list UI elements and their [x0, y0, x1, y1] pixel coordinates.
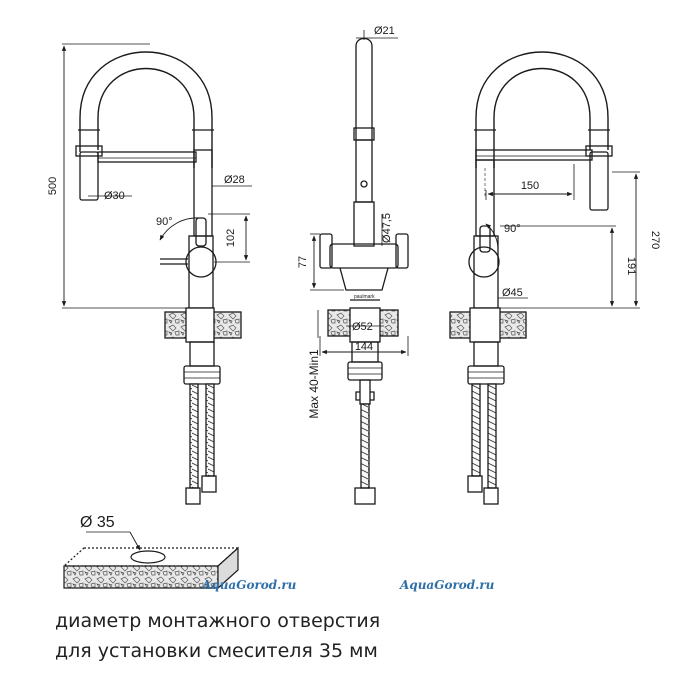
dim-lever-diameter: Ø47,5: [381, 213, 393, 243]
dim-spout-diameter: Ø21: [374, 25, 395, 37]
dim-spout-height-right: 270: [649, 231, 661, 249]
dim-base-length: 144: [355, 341, 373, 353]
dim-reach: 150: [521, 180, 539, 192]
center-spout: [355, 37, 373, 140]
dim-handle-height-right: 191: [625, 257, 637, 275]
dim-angle-right: 90°: [504, 223, 521, 235]
dim-handle-height-left: 102: [225, 229, 237, 247]
right-spout-arc: [475, 51, 609, 168]
dim-mount-diameter: Ø52: [352, 321, 373, 333]
watermark-right: AquaGorod.ru: [400, 578, 495, 592]
left-body-column: [193, 149, 213, 237]
dim-total-height: 500: [47, 177, 59, 195]
center-valve-body: [329, 243, 399, 269]
left-spout-arc: [79, 51, 213, 168]
right-sprayhead: [589, 151, 609, 211]
left-handle-body: [185, 246, 217, 278]
caption-line-1: диаметр монтажного отверстия: [55, 610, 381, 632]
caption-line-2: для установки смесителя 35 мм: [55, 640, 378, 662]
right-faucet-view: [449, 51, 640, 505]
left-faucet-view: [61, 43, 252, 505]
brand-mark: paulmark: [354, 294, 375, 300]
mounting-hole: [130, 550, 166, 564]
dim-counter-thickness: Max 40-Min1: [307, 349, 321, 419]
dim-sprayhead-diameter: Ø30: [104, 190, 125, 202]
dim-angle-left: 90°: [156, 216, 173, 228]
mounting-plate: [62, 531, 240, 590]
dim-body-diameter: Ø28: [224, 174, 245, 186]
center-faucet-view: [310, 30, 409, 505]
dim-base-height: 77: [297, 256, 309, 268]
left-sprayhead: [79, 151, 99, 201]
watermark-left: AquaGorod.ru: [202, 578, 297, 592]
right-handle-body: [468, 246, 500, 278]
hole-diameter-label: Ø 35: [80, 514, 115, 531]
dim-base-diameter: Ø45: [502, 287, 523, 299]
